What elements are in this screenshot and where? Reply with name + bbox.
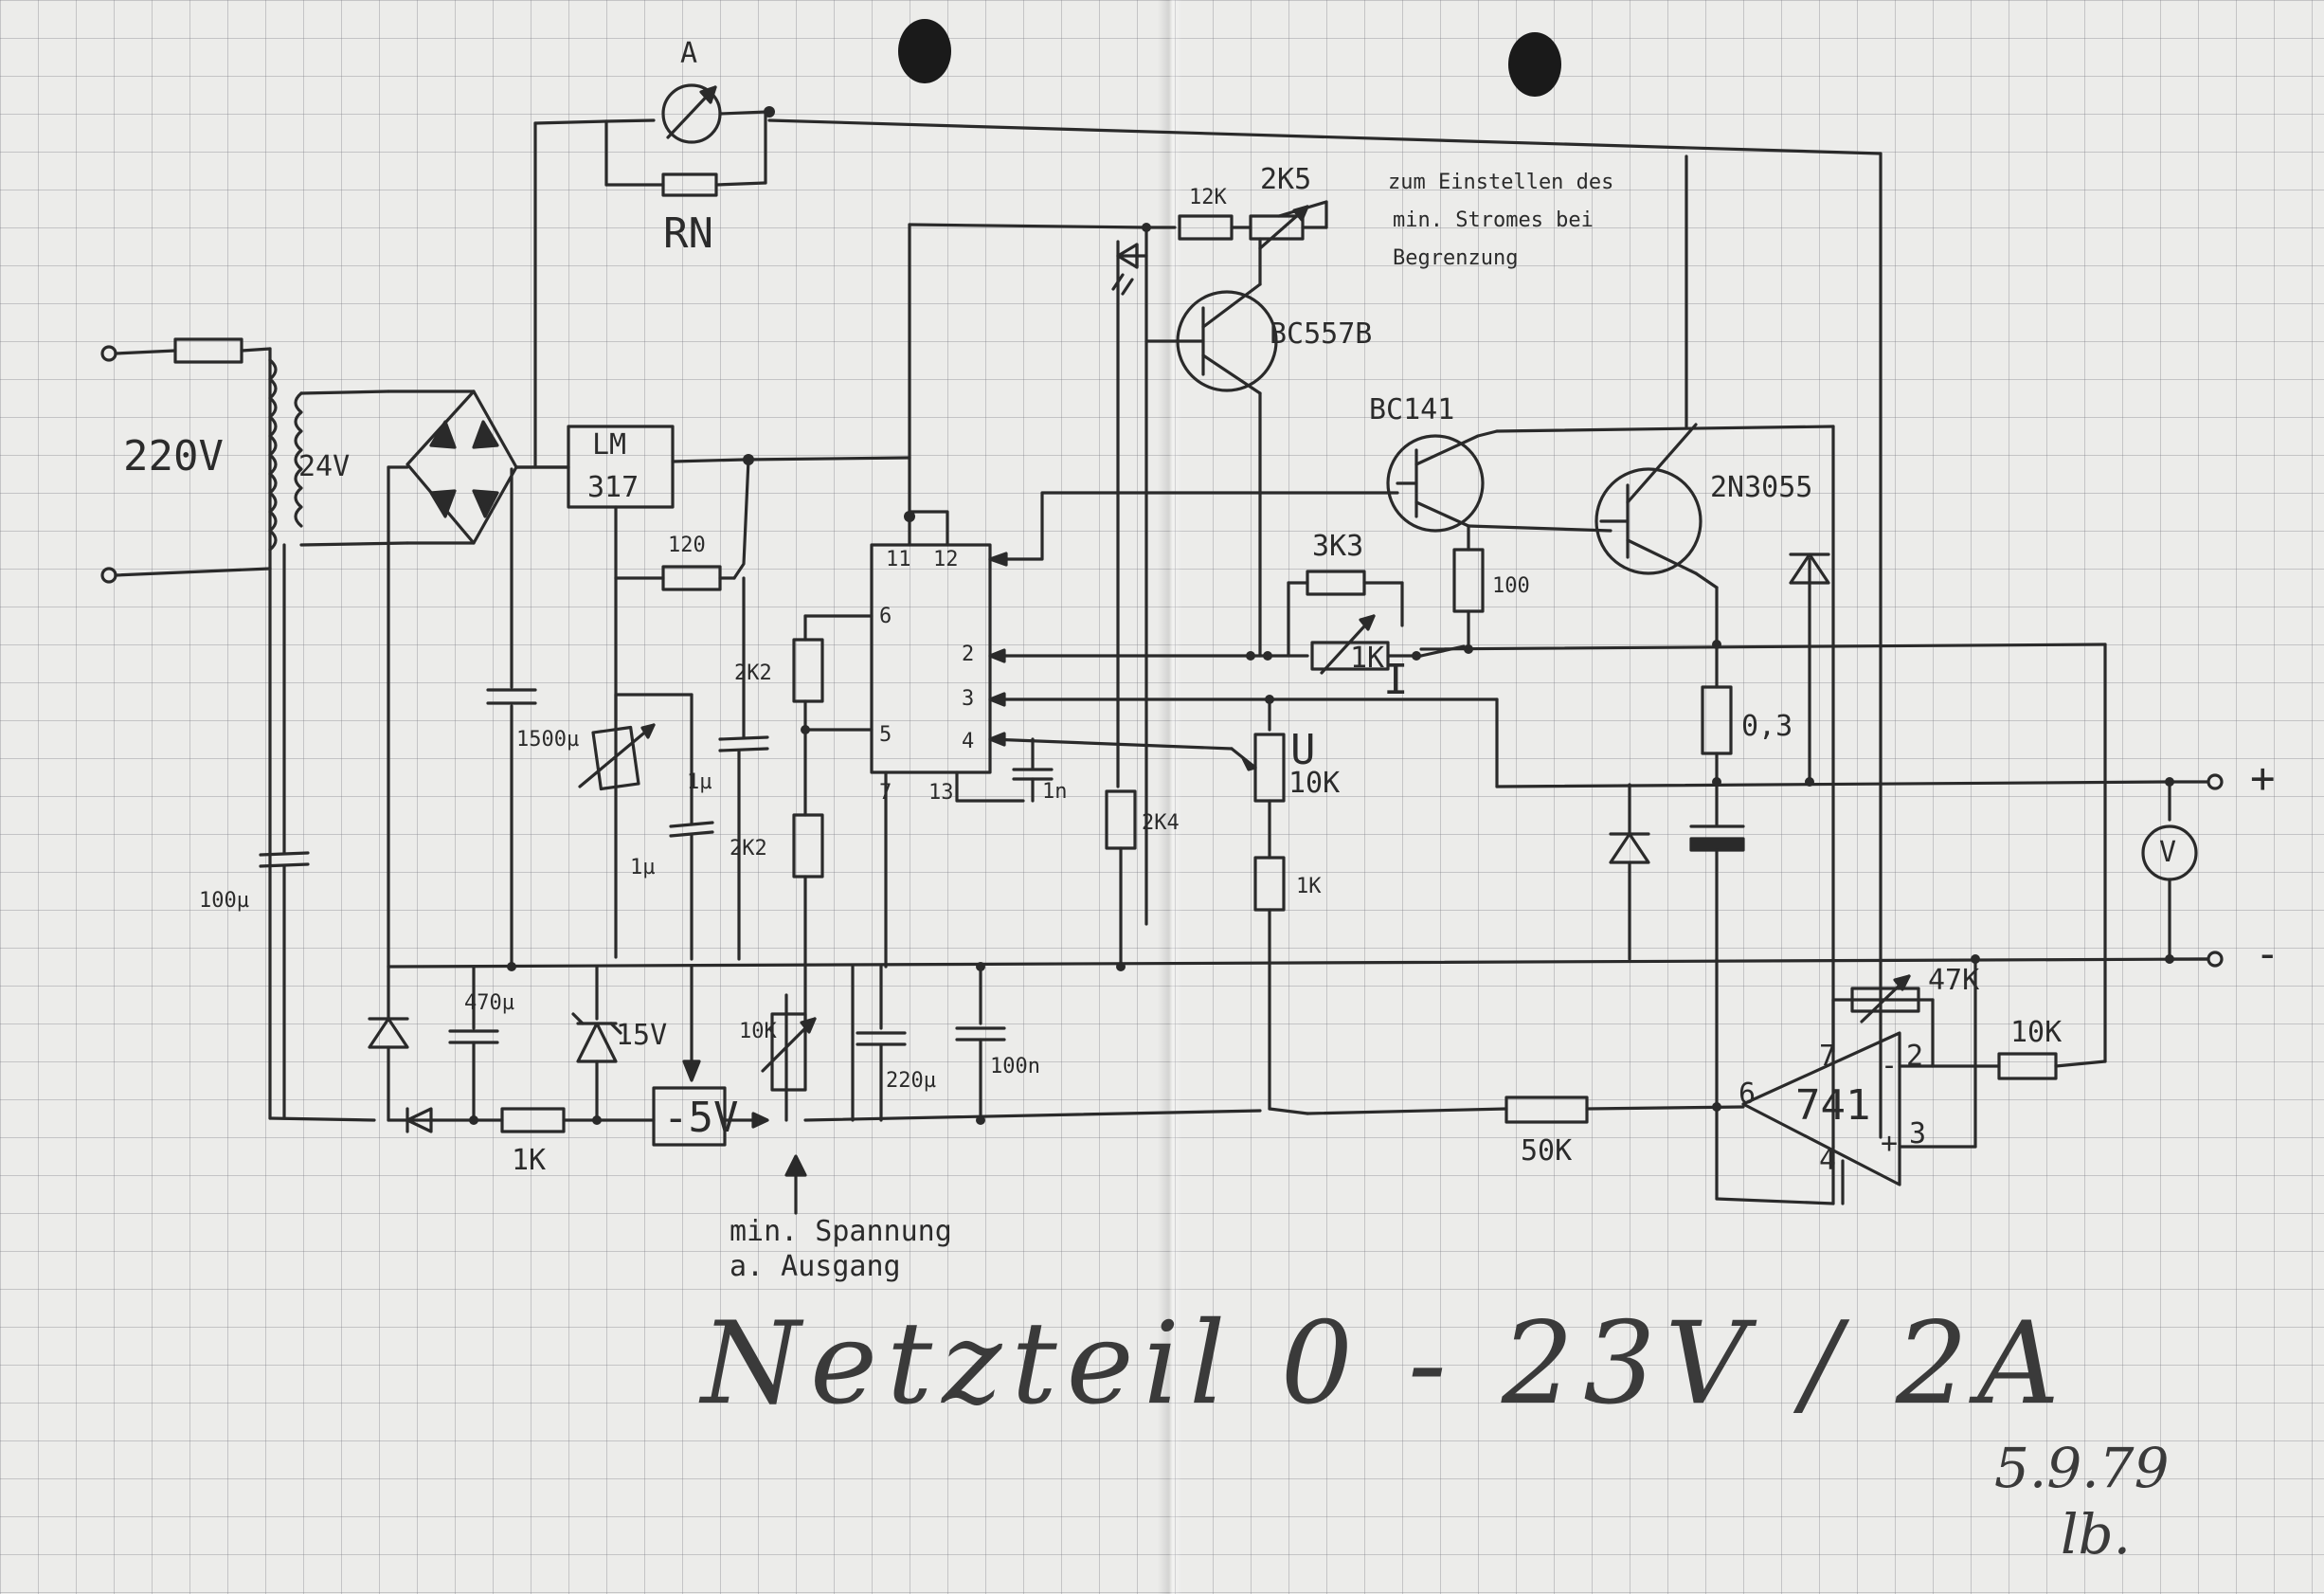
label-r-50k: 50K (1521, 1134, 1573, 1168)
label-r-10k-right: 10K (2010, 1016, 2063, 1049)
opamp-pin-4: 4 (1819, 1144, 1837, 1177)
drawing-title: Netzteil 0 - 23V / 2A (701, 1298, 2069, 1430)
label-317: 317 (587, 471, 640, 504)
label-out-minus: - (2255, 930, 2280, 978)
2n3055-transistor (1594, 154, 1721, 649)
label-r-2k2-top: 2K2 (734, 661, 772, 685)
capacitor-1n (955, 737, 1054, 803)
note-min-current-line2: min. Stromes bei (1393, 208, 1594, 232)
label-r-47k: 47K (1928, 964, 1980, 997)
note-min-voltage-line2: a. Ausgang (730, 1250, 901, 1283)
bottom-supply (268, 567, 1262, 1147)
note-min-current-line3: Begrenzung (1393, 246, 1519, 270)
drawing-date: 5.9.79 (1994, 1436, 2170, 1500)
label-c-470u: 470µ (464, 991, 514, 1015)
bridge-rectifier (387, 389, 570, 969)
opamp-pin-7: 7 (1819, 1040, 1837, 1073)
ic-pin-12: 12 (933, 548, 959, 571)
paper-fold (1158, 0, 1182, 1594)
trimmer-left (578, 693, 714, 961)
label-c-220u: 220µ (886, 1069, 936, 1093)
pot-10k-u (1230, 695, 1309, 1115)
label-q-bc141: BC141 (1369, 393, 1455, 426)
label-q-bc557b: BC557B (1270, 317, 1373, 351)
label-c-1500u: 1500µ (516, 728, 580, 752)
resistor-3k3-pot-1k (1246, 570, 1466, 675)
ic-pin-5: 5 (879, 723, 892, 747)
arrow-min-voltage (784, 1154, 807, 1215)
label-c-1u-a: 1µ (687, 770, 712, 794)
note-min-voltage-line1: min. Spannung (730, 1215, 952, 1248)
ic-pin-13: 13 (928, 781, 954, 805)
signature: lb. (2061, 1502, 2132, 1567)
label-r-2k2-bottom: 2K2 (730, 837, 767, 860)
label-pot-u: U (1290, 726, 1316, 774)
label-mains: 220V (123, 432, 224, 480)
label-pot-2k5: 2K5 (1260, 163, 1312, 196)
label-r-120: 120 (668, 534, 706, 557)
lm317-regulator (514, 425, 911, 959)
label-r-1k-right: 1K (1296, 875, 1322, 898)
label-c-100n: 100n (990, 1055, 1040, 1078)
shunt-0-3 (1689, 643, 1745, 961)
label-c-1n: 1n (1042, 780, 1068, 804)
ic-pin-lines (988, 491, 1499, 751)
label-c-1u-b: 1µ (630, 856, 656, 879)
label-pot-10k: 10K (739, 1020, 777, 1043)
ic-pin-7: 7 (879, 781, 892, 805)
diode-right (1789, 552, 1830, 787)
label-pot-10k-u: 10K (1288, 767, 1341, 800)
label-r-3k3: 3K3 (1312, 530, 1364, 563)
label-q-2n3055: 2N3055 (1710, 471, 1813, 504)
ic-pin-6: 6 (879, 605, 892, 628)
capacitor-1500u (486, 467, 537, 971)
label-zener-15v: 15V (616, 1019, 668, 1052)
label-ammeter: A (680, 37, 698, 70)
ic-pin-4: 4 (962, 730, 975, 753)
opamp-pin-2: 2 (1906, 1040, 1924, 1073)
bc557b-area (1105, 200, 1328, 971)
diode-output (1609, 783, 1650, 961)
opamp-pin-6: 6 (1738, 1078, 1757, 1111)
opamp-pin-3: 3 (1909, 1117, 1927, 1150)
label-lm: LM (592, 428, 627, 462)
label-r-100: 100 (1492, 574, 1530, 598)
label-minus5v: -5V (663, 1094, 739, 1142)
label-24v: 24V (298, 450, 351, 483)
label-current-i: I (1383, 656, 1409, 704)
sense-lines (1419, 643, 2171, 1063)
label-r-1k-bottom: 1K (512, 1144, 547, 1177)
label-r-12k: 12K (1189, 186, 1227, 209)
regulator-ic (870, 223, 1151, 774)
note-min-current-line1: zum Einstellen des (1388, 171, 1614, 194)
label-shunt-rn: RN (663, 209, 713, 258)
capacitor-100u (259, 543, 310, 1120)
divider-2k2 (792, 614, 874, 1035)
label-c-100u: 100µ (199, 889, 249, 913)
opamp-741 (1306, 954, 2107, 1205)
ic-pin-2: 2 (962, 643, 975, 666)
label-pot-1k: 1K (1350, 642, 1385, 675)
label-out-plus: + (2250, 754, 2276, 803)
opamp-minus-input: - (1881, 1049, 1899, 1082)
opamp-plus-input: + (1881, 1127, 1899, 1160)
top-rail-ammeter (533, 83, 1883, 1139)
punch-hole-left (898, 19, 951, 83)
label-opamp-741: 741 (1795, 1081, 1871, 1130)
label-r-2k4: 2K4 (1142, 811, 1180, 835)
label-voltmeter: V (2159, 836, 2177, 869)
label-r-0-3: 0,3 (1741, 710, 1793, 743)
ic-pin-11: 11 (886, 548, 911, 571)
capacitor-1u-a (718, 576, 769, 961)
punch-hole-right (1508, 32, 1561, 97)
output-terminals (2141, 773, 2224, 968)
ic-pin-3: 3 (962, 687, 975, 711)
